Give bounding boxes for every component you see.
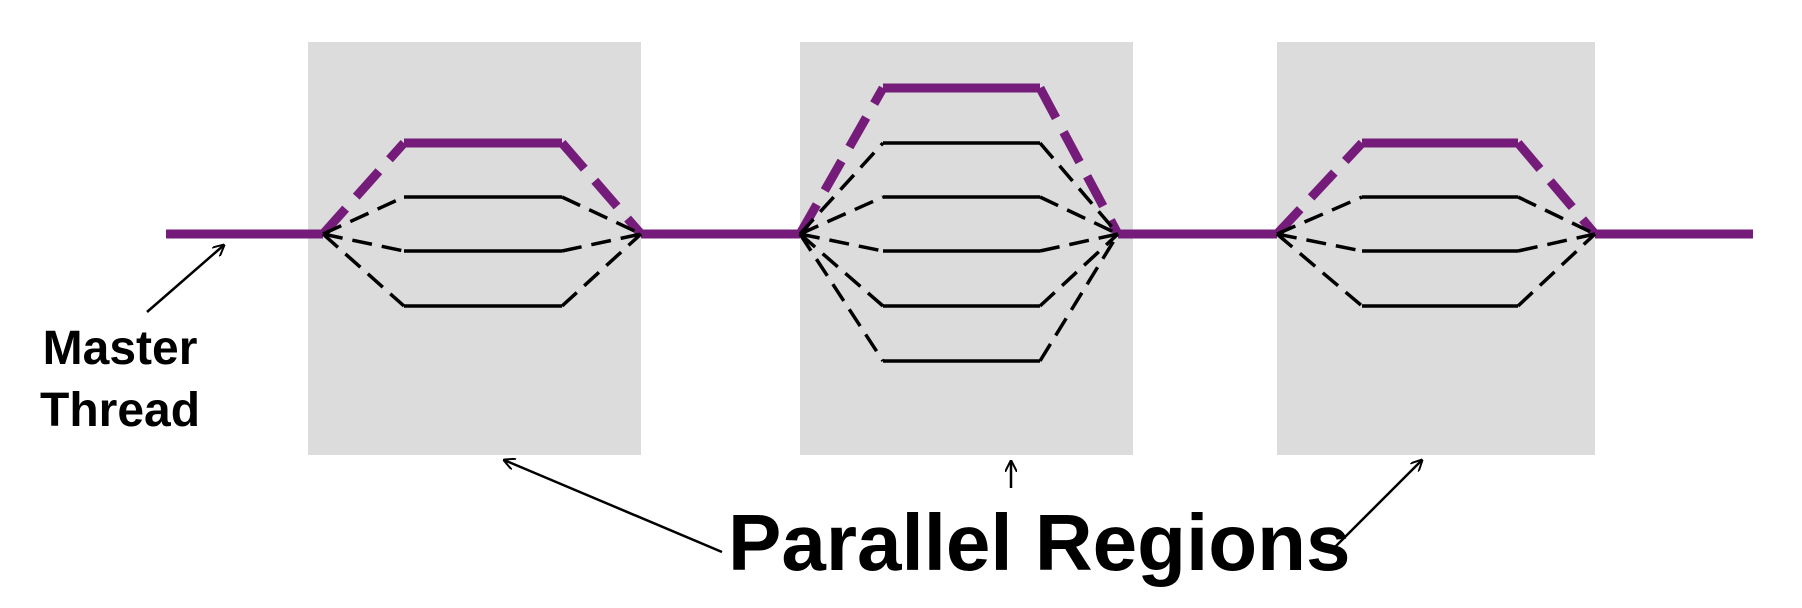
parallel-region-1-box bbox=[308, 42, 641, 455]
master-thread-arrow bbox=[146, 245, 224, 313]
region-1-arrow bbox=[504, 460, 723, 554]
master-thread-label-line2: Thread bbox=[40, 384, 201, 437]
parallel-region-2-threads bbox=[796, 83, 1122, 363]
region-3-arrow bbox=[1331, 460, 1422, 551]
master-thread-label: Master Thread bbox=[40, 318, 200, 442]
parallel-region-3-box bbox=[1277, 42, 1595, 455]
parallel-regions-label: Parallel Regions bbox=[728, 498, 1351, 587]
parallel-region-2-box bbox=[800, 42, 1133, 455]
parallel-region-1-threads bbox=[319, 138, 645, 308]
master-thread-label-line1: Master bbox=[42, 322, 198, 375]
parallel-region-3-threads bbox=[1273, 138, 1599, 308]
